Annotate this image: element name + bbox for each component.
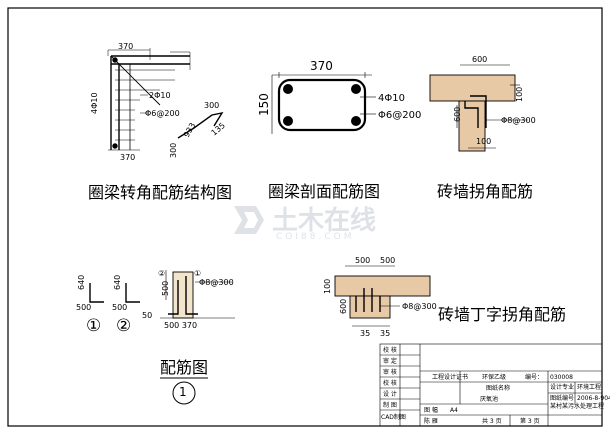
caption-corner-beam: 圈梁转角配筋结构图 (88, 183, 233, 202)
bar-shape-1 (89, 283, 104, 303)
tb-specialty-label: 设计专业 (550, 383, 574, 391)
tb-drawing-name: 厌氧池 (480, 395, 498, 403)
bar-shape-2 (125, 283, 140, 303)
corner-mid-label: 2Φ10 (149, 91, 171, 100)
tb-number-label: 编号： (525, 373, 543, 381)
bar2-640: 640 (113, 275, 122, 290)
hook-300-top: 300 (204, 101, 219, 110)
tb-row-2: 审 核 (383, 368, 397, 376)
rc-50: 50 (142, 311, 152, 320)
hook-933: 933 (182, 121, 197, 139)
tb-sheet-index: 第 3 页 (520, 417, 540, 425)
tj-600: 600 (339, 299, 348, 314)
tb-sheet-total: 共 3 页 (482, 417, 502, 425)
tb-row-1: 审 定 (383, 357, 397, 365)
rc-500: 500 (161, 281, 170, 296)
rc-rebar: Φ8@300 (199, 278, 234, 287)
corner-left-dim: 4Φ10 (90, 92, 99, 114)
tb-grade: 环保乙级 (482, 373, 506, 381)
corner-stirrup-label: Φ6@200 (145, 109, 180, 118)
corner-beam-diagram (107, 48, 191, 151)
rc-circle-2: ② (158, 269, 165, 278)
hook-bar-detail (177, 111, 224, 139)
tb-project: 某村某污水处理工程 (550, 402, 604, 410)
bar1-500: 500 (76, 303, 91, 312)
tb-row-6: CAD制图 (381, 413, 406, 421)
tb-reviewer: 陈 雁 (424, 417, 438, 425)
caption-circle-1: ① (86, 316, 102, 336)
reinforcement-column-detail (160, 270, 235, 319)
beam-section-diagram (271, 72, 376, 134)
caption-beam-section: 圈梁剖面配筋图 (268, 182, 381, 201)
section-width-dim: 370 (310, 59, 333, 73)
bar1-640: 640 (77, 275, 86, 290)
hook-300-side: 300 (169, 143, 178, 158)
wc-rebar-label: Φ8@300 (501, 116, 536, 125)
section-bars-label: 4Φ10 (378, 93, 405, 104)
caption-t-joint: 砖墙丁字拐角配筋 (438, 305, 567, 324)
bar2-500: 500 (112, 303, 127, 312)
section-height-dim: 150 (257, 93, 271, 116)
wc-600-dim: 600 (472, 55, 487, 64)
watermark: 土木在线 COI88.COM (228, 198, 418, 246)
tb-row-0: 校 核 (383, 346, 397, 354)
wc-100-dim: 100 (515, 87, 524, 102)
watermark-main: 土木在线 (272, 206, 377, 236)
sheet-border (7, 7, 603, 427)
wc-100b-dim: 100 (476, 137, 491, 146)
corner-bottom-dim: 370 (120, 153, 135, 162)
section-stirrup-label: Φ6@200 (378, 110, 421, 121)
tj-35a: 35 (360, 329, 370, 338)
tj-rebar: Φ8@300 (402, 302, 437, 311)
tb-specialty: 环境工程 (577, 383, 601, 391)
sheet-number: 1 (179, 385, 187, 399)
tb-scale-label: 图 幅 (424, 406, 438, 414)
wc-600v-dim: 600 (453, 107, 462, 122)
tj-35b: 35 (380, 329, 390, 338)
tb-scale: A4 (450, 407, 458, 414)
tb-cert: 工程设计证书 (432, 373, 468, 381)
rc-circle-1: ① (194, 269, 201, 278)
corner-top-dim: 370 (118, 42, 133, 51)
watermark-logo-icon (234, 206, 264, 234)
tj-100: 100 (323, 279, 332, 294)
hook-135: 135 (210, 121, 227, 138)
tj-500a: 500 (355, 256, 370, 265)
tb-drawing-no: 2006-8-904 (577, 395, 610, 402)
rc-bottom: 500 370 (164, 321, 197, 330)
watermark-sub: COI88.COM (276, 232, 355, 242)
tj-500b: 500 (380, 256, 395, 265)
tb-drawing-no-label: 图纸编号 (550, 394, 574, 402)
caption-reinforcement: 配筋图 (160, 358, 209, 377)
caption-circle-2: ② (116, 316, 132, 336)
tb-row-4: 设 计 (383, 390, 397, 398)
t-joint-diagram (334, 265, 431, 327)
tb-row-3: 校 核 (383, 379, 397, 387)
tb-number: 030008 (550, 374, 573, 381)
tb-row-5: 制 图 (383, 401, 397, 409)
wall-corner-diagram (429, 64, 528, 152)
sheet-number-circle (172, 381, 196, 405)
title-block (379, 343, 603, 427)
caption-wall-corner: 砖墙拐角配筋 (437, 182, 534, 201)
tb-drawing-name-label: 图纸名称 (486, 384, 510, 392)
